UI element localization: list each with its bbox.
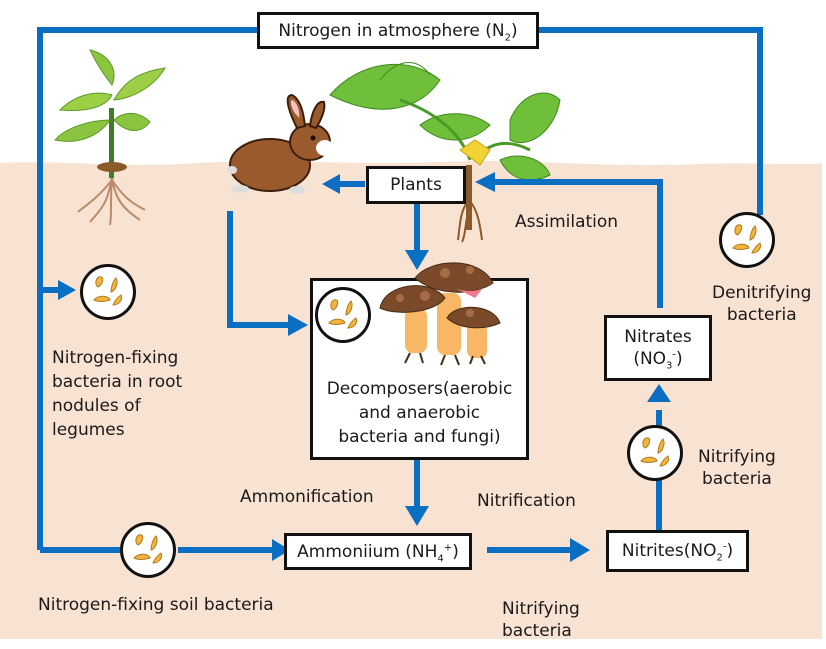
arrowhead-plants-down [405,250,429,270]
nitrifying-bacteria-bottom-label: Nitrifying bacteria [502,599,580,641]
arrowhead-rabbit [322,174,340,194]
bacteria-icon [640,437,669,467]
nitrites-box: Nitrites(NO2-) [606,530,749,572]
bacteria-icon [732,224,761,254]
soil-bacteria-circle [120,522,176,578]
arrow-atmosphere-left-line [37,27,258,550]
atmosphere-label: Nitrogen in atmosphere (N2) [278,20,518,43]
arrowhead-root-nodules [58,280,76,300]
arrowhead-nitrates-up [647,384,671,402]
nitrification-label: Nitrification [477,491,576,511]
seedling-plant-illustration [54,49,166,226]
leafy-plant-illustration [329,62,561,243]
rabbit-illustration [227,93,334,194]
soil-bacteria-label: Nitrogen-fixing soil bacteria [38,595,274,615]
arrow-heads [58,172,671,562]
ammonium-label: Ammoniium (NH4+) [297,541,459,564]
root-nodules-label: Nitrogen-fixing bacteria in root nodules… [52,348,183,440]
arrowhead-decomposers-left [288,314,308,336]
denitrifying-bacteria-circle [719,212,775,268]
ammonium-box: Ammoniium (NH4+) [284,533,472,570]
ammonification-label: Ammonification [240,487,374,507]
arrowhead-plants-left [475,172,495,192]
nitrifying-bacteria-right-label: Nitrifying bacteria [698,447,776,489]
arrowhead-ammonium-left [272,539,290,561]
nitrates-box: Nitrates (NO3-) [604,315,712,381]
nitrates-label-line2: (NO3-) [633,349,683,372]
arrow-atmosphere-right-line [538,27,763,215]
decomposer-bacteria-circle [315,287,371,343]
arrowhead-nitrites [570,538,590,562]
bacteria-icon [328,299,357,329]
assimilation-label: Assimilation [515,212,619,232]
nitrates-label-line1: Nitrates [624,327,692,347]
plants-box: Plants [366,166,466,204]
root-nodule-bacteria-circle [80,264,136,320]
atmosphere-nitrogen-box: Nitrogen in atmosphere (N2) [257,12,539,49]
arrow-assimilation-line [495,179,663,308]
nitrites-label: Nitrites(NO2-) [621,541,734,564]
bacteria-icon [133,534,162,564]
mushrooms-illustration [379,262,501,366]
nitrifying-bacteria-circle [627,425,683,481]
arrowhead-ammonium-down [405,506,429,526]
denitrifying-bacteria-label: Denitrifying bacteria [712,283,812,325]
decomposers-label-line1: Decomposers(aerobic [326,379,513,399]
bacteria-icon [93,276,122,306]
decomposers-label-line3: bacteria and fungi) [338,427,501,447]
arrow-rabbit-to-decomposers-line [227,211,290,328]
plants-label: Plants [390,175,442,195]
decomposers-label-line2: and anaerobic [358,403,481,423]
